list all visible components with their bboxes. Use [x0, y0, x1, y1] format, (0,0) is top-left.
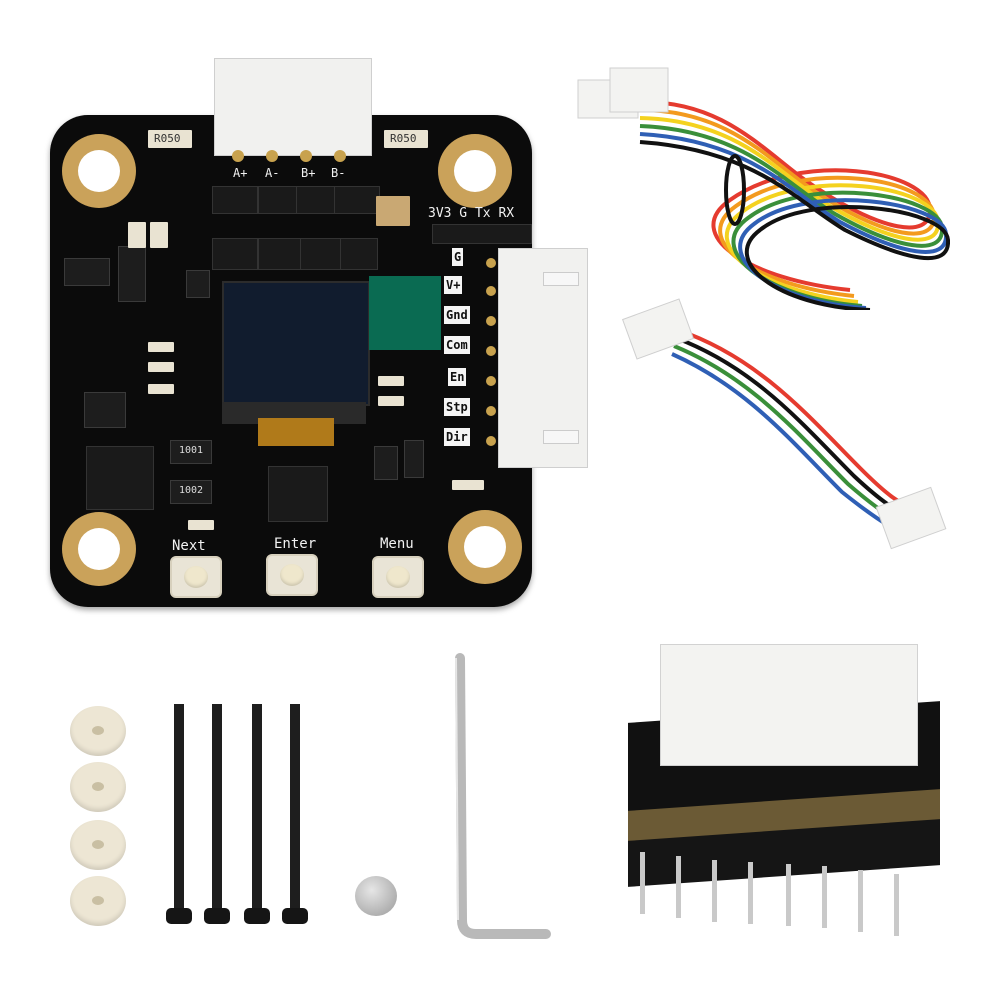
label-a-plus: A+ [233, 166, 248, 180]
pin-label-vplus: V+ [444, 276, 463, 294]
magnet-icon [355, 876, 397, 916]
adapter-connector [660, 644, 918, 766]
mosfet [334, 186, 380, 214]
mount-hole-bottom-left [62, 512, 136, 586]
label-b-plus: B+ [301, 166, 316, 180]
hex-key-icon [455, 653, 551, 939]
pin-label-com: Com [444, 336, 470, 354]
menu-button[interactable] [372, 556, 424, 598]
green-thermal-pad [369, 276, 441, 350]
resistor [128, 222, 146, 248]
oled-display [222, 281, 370, 406]
mosfet [212, 238, 258, 270]
screw-icon [204, 704, 230, 926]
resistor [378, 396, 404, 406]
washer-icon [70, 706, 126, 756]
capacitor [376, 196, 410, 226]
resistor [148, 384, 174, 394]
mount-hole-bottom-right [448, 510, 522, 584]
pin-label-stp: Stp [444, 398, 470, 416]
pin-label-en: En [448, 368, 467, 386]
motor-connector [214, 58, 372, 156]
short-cable-plug-a [621, 298, 695, 360]
smd-component [186, 270, 210, 298]
sense-resistor-left: R050 [148, 130, 192, 148]
driver-ic [86, 446, 154, 510]
next-button[interactable] [170, 556, 222, 598]
label-a-minus: A- [265, 166, 280, 180]
smd-component [64, 258, 110, 286]
resistor [148, 362, 174, 372]
uart-header-label: 3V3 G Tx RX [428, 206, 515, 221]
screw-icon [244, 704, 270, 926]
enter-label: Enter [274, 536, 317, 552]
mosfet [300, 238, 346, 270]
resistor [378, 376, 404, 386]
next-label: Next [172, 538, 206, 554]
mcu-chip [268, 466, 328, 522]
short-cable-wires [671, 328, 913, 534]
long-cable [577, 67, 950, 310]
menu-label: Menu [380, 536, 414, 552]
screw-icon [166, 704, 192, 926]
pin-label-gnd: Gnd [444, 306, 470, 324]
screw-icon [282, 704, 308, 926]
smd-component [84, 392, 126, 428]
pin-label-g: G [452, 248, 464, 266]
label-b-minus: B- [331, 166, 346, 180]
mosfet [340, 238, 378, 270]
oled-flex-cable [258, 418, 334, 446]
resistor [150, 222, 168, 248]
enter-button[interactable] [266, 554, 318, 596]
signal-pins [484, 256, 500, 452]
mosfet [212, 186, 258, 214]
uart-header [432, 224, 532, 244]
washer-icon [70, 820, 126, 870]
pin-label-dir: Dir [444, 428, 470, 446]
chip-1002: 1002 [170, 480, 212, 504]
chip-1001: 1001 [170, 440, 212, 464]
mount-hole-top-right [438, 134, 512, 208]
adapter-pins [636, 852, 936, 942]
sense-resistor-right: R050 [384, 130, 428, 148]
washer-icon [70, 876, 126, 926]
resistor [188, 520, 214, 530]
long-cable-plug-b [609, 67, 669, 113]
mount-hole-top-left [62, 134, 136, 208]
smd-component [404, 440, 424, 478]
cable-tie [724, 154, 746, 226]
mosfet [258, 238, 304, 270]
long-cable-wires [639, 99, 950, 310]
smd-component [374, 446, 398, 480]
resistor [148, 342, 174, 352]
short-cable [621, 298, 947, 550]
smd-component [118, 246, 146, 302]
motor-connector-pins [232, 150, 350, 164]
short-cable-plug-b [875, 486, 947, 550]
washer-icon [70, 762, 126, 812]
resistor [452, 480, 484, 490]
